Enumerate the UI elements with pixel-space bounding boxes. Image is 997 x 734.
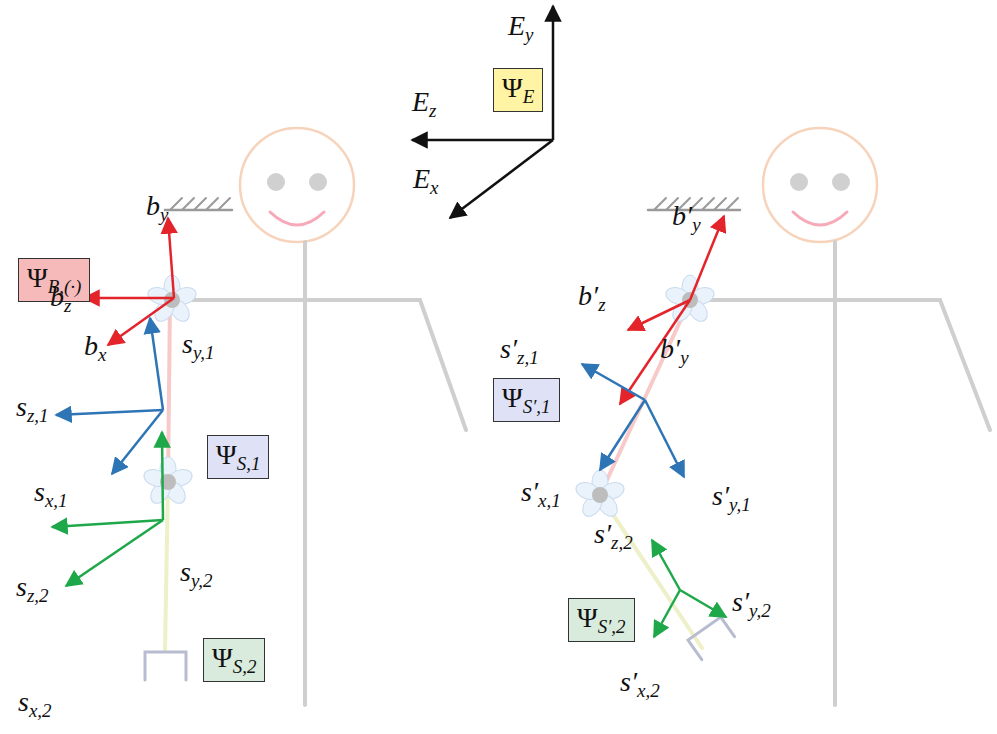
- symbol-base: s′: [732, 586, 749, 617]
- symbol-subscript: z: [598, 294, 605, 315]
- frame-box: ΨS,2: [203, 638, 265, 682]
- frame-name: ΨE: [502, 72, 534, 103]
- symbol-subscript: S,2: [233, 656, 257, 677]
- symbol-subscript: x,2: [29, 700, 52, 721]
- frame-name: ΨS,1: [216, 439, 260, 470]
- axis-label: b′y: [672, 202, 701, 234]
- symbol-subscript: S,1: [237, 453, 261, 474]
- symbol-subscript: z,2: [611, 532, 633, 553]
- symbol-base: s: [182, 328, 193, 359]
- frame-name: ΨS′,2: [577, 602, 626, 633]
- symbol-subscript: E: [523, 86, 535, 107]
- symbol-subscript: S′,1: [523, 396, 551, 417]
- symbol-subscript: y: [160, 204, 168, 225]
- symbol-subscript: y,2: [191, 570, 213, 591]
- symbol-subscript: x,1: [45, 490, 68, 511]
- symbol-subscript: y,2: [749, 600, 771, 621]
- frame-name: ΨS,2: [212, 642, 256, 673]
- symbol-base: Ψ: [212, 642, 233, 673]
- symbol-subscript: y,1: [729, 494, 751, 515]
- axis-label: s′y,1: [712, 482, 751, 514]
- symbol-base: Ψ: [502, 72, 523, 103]
- symbol-subscript: S′,2: [598, 616, 626, 637]
- axis-label: s′x,2: [620, 668, 660, 700]
- axis-label: Ez: [412, 88, 437, 120]
- symbol-subscript: x: [430, 177, 438, 198]
- frame-box: ΨE: [493, 68, 543, 112]
- axis-label: s′y,2: [732, 588, 771, 620]
- axis-label: b′z: [578, 282, 606, 314]
- axis-label: s′z,1: [500, 335, 539, 367]
- symbol-subscript: y: [692, 214, 700, 235]
- symbol-base: s′: [594, 518, 611, 549]
- symbol-base: s′: [521, 476, 538, 507]
- symbol-base: b: [84, 330, 98, 361]
- symbol-base: s: [18, 686, 29, 717]
- symbol-subscript: x: [98, 344, 106, 365]
- symbol-base: s′: [712, 480, 729, 511]
- axis-label: Ex: [413, 165, 439, 197]
- axis-label: sz,1: [16, 393, 49, 425]
- frame-name: ΨS′,1: [502, 382, 551, 413]
- symbol-base: b: [146, 190, 160, 221]
- frame-box: ΨS′,2: [568, 598, 635, 642]
- symbol-base: Ψ: [27, 262, 48, 293]
- symbol-base: s′: [620, 666, 637, 697]
- symbol-base: s: [34, 476, 45, 507]
- symbol-subscript: x,1: [538, 490, 561, 511]
- axis-label: Ey: [508, 12, 534, 44]
- symbol-base: s: [16, 391, 27, 422]
- axis-label: b′y: [660, 335, 689, 367]
- symbol-base: b′: [672, 200, 692, 231]
- symbol-base: Ψ: [216, 439, 237, 470]
- symbol-subscript: x,2: [637, 680, 660, 701]
- axis-label: s′x,1: [521, 478, 561, 510]
- frame-box: ΨS′,1: [493, 378, 560, 422]
- symbol-subscript: y: [680, 347, 688, 368]
- axis-label: sy,2: [180, 558, 213, 590]
- symbol-subscript: z,1: [517, 347, 539, 368]
- symbol-base: b: [50, 281, 64, 312]
- symbol-subscript: z,1: [27, 405, 49, 426]
- symbol-base: Ψ: [577, 602, 598, 633]
- axis-label: bx: [84, 332, 106, 364]
- symbol-subscript: z: [64, 295, 71, 316]
- symbol-base: s: [180, 556, 191, 587]
- axis-label: sx,2: [18, 688, 52, 720]
- axis-label: sx,1: [34, 478, 68, 510]
- symbol-base: E: [413, 163, 430, 194]
- symbol-subscript: y,1: [193, 342, 215, 363]
- symbol-base: b′: [578, 280, 598, 311]
- frame-box: ΨS,1: [207, 435, 269, 479]
- symbol-base: E: [412, 86, 429, 117]
- symbol-base: s: [16, 571, 27, 602]
- axis-label: bz: [50, 283, 71, 315]
- symbol-subscript: z: [429, 100, 436, 121]
- symbol-base: b′: [660, 333, 680, 364]
- axis-label: sy,1: [182, 330, 215, 362]
- axis-label: by: [146, 192, 168, 224]
- symbol-subscript: y: [525, 24, 533, 45]
- symbol-base: Ψ: [502, 382, 523, 413]
- axis-label: s′z,2: [594, 520, 633, 552]
- symbol-subscript: z,2: [27, 585, 49, 606]
- symbol-base: E: [508, 10, 525, 41]
- symbol-base: s′: [500, 333, 517, 364]
- axis-label: sz,2: [16, 573, 49, 605]
